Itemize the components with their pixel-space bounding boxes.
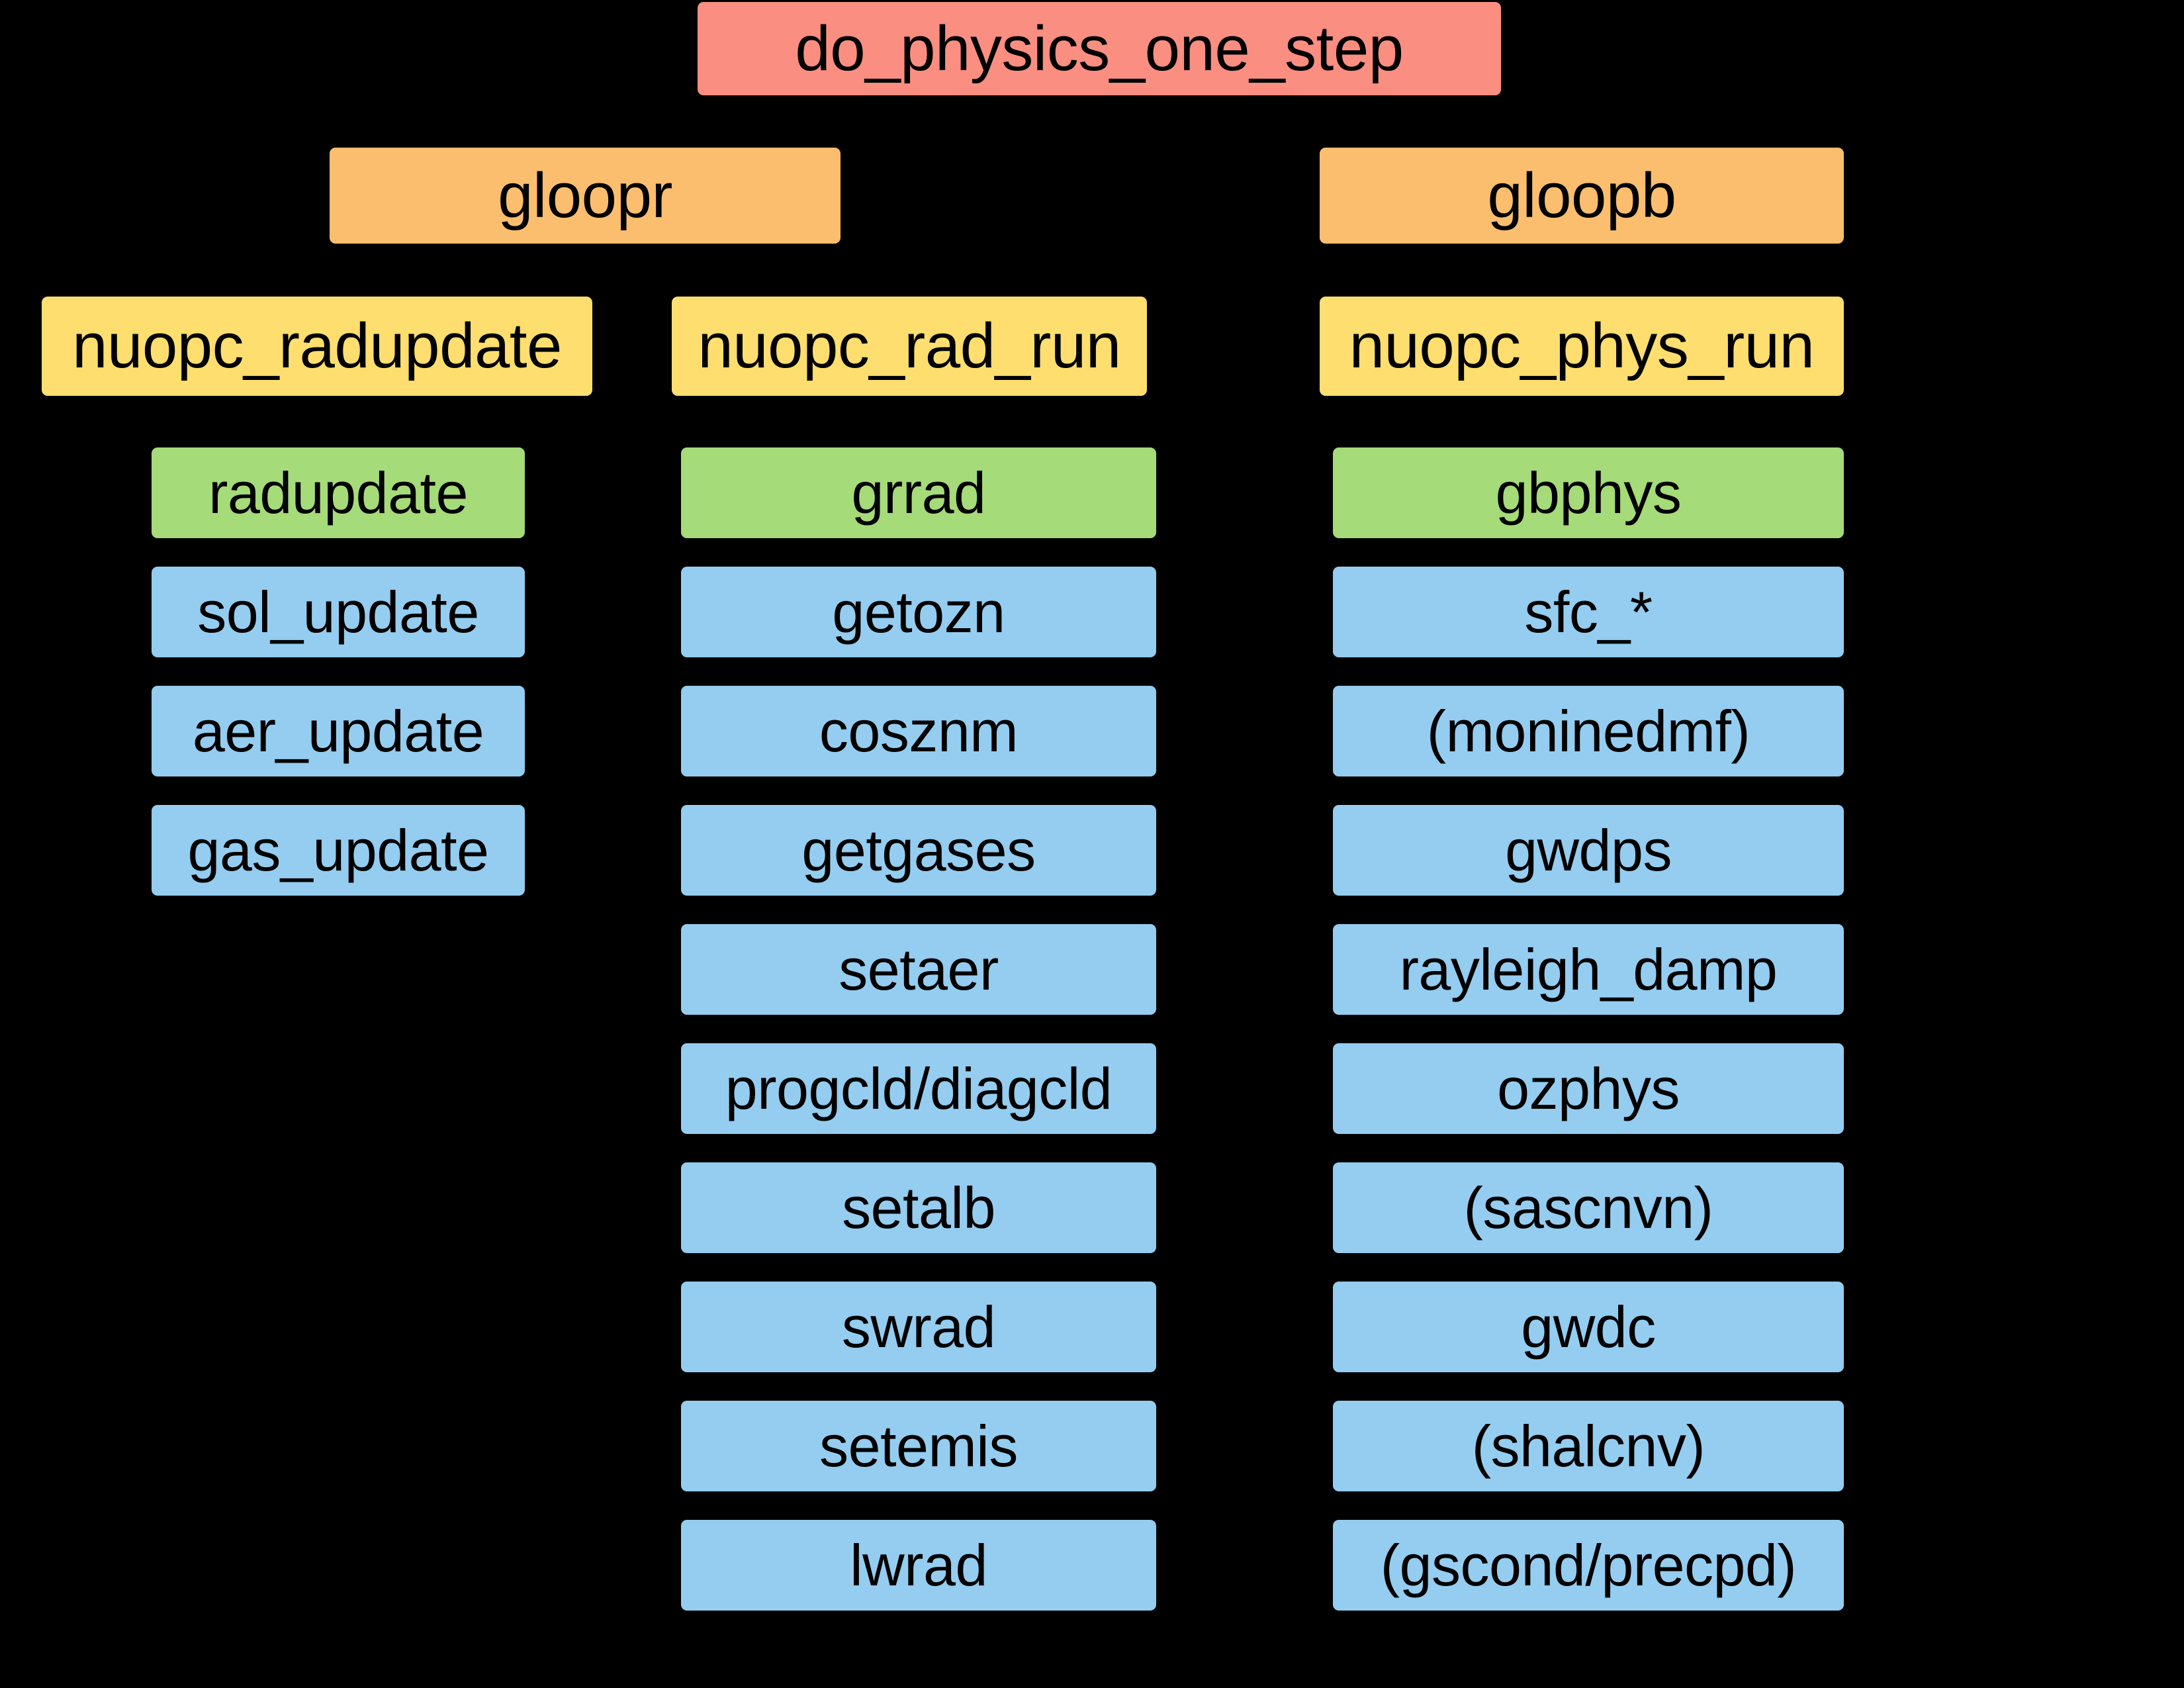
node-nuopc_radupdate: nuopc_radupdate: [42, 297, 592, 396]
node-aer_update: aer_update: [152, 686, 525, 776]
node-shalcnv: (shalcnv): [1333, 1401, 1844, 1491]
node-gwdps: gwdps: [1333, 805, 1844, 896]
node-nuopc_rad_run: nuopc_rad_run: [672, 297, 1147, 396]
node-gbphys: gbphys: [1333, 447, 1844, 538]
node-sfc_star: sfc_*: [1333, 567, 1844, 657]
node-cosznm: cosznm: [681, 686, 1156, 776]
node-swrad: swrad: [681, 1282, 1156, 1372]
node-moninedmf: (moninedmf): [1333, 686, 1844, 776]
node-radupdate: radupdate: [152, 447, 525, 538]
node-setalb: setalb: [681, 1162, 1156, 1253]
node-getgases: getgases: [681, 805, 1156, 896]
node-gscond_precpd: (gscond/precpd): [1333, 1520, 1844, 1611]
node-gwdc: gwdc: [1333, 1282, 1844, 1372]
node-setemis: setemis: [681, 1401, 1156, 1491]
node-grrad: grrad: [681, 447, 1156, 538]
node-sascnvn: (sascnvn): [1333, 1162, 1844, 1253]
node-do_physics_one_step: do_physics_one_step: [698, 2, 1501, 95]
node-setaer: setaer: [681, 924, 1156, 1015]
node-gloopr: gloopr: [330, 148, 841, 244]
node-nuopc_phys_run: nuopc_phys_run: [1320, 297, 1844, 396]
node-rayleigh_damp: rayleigh_damp: [1333, 924, 1844, 1015]
node-getozn: getozn: [681, 567, 1156, 657]
node-sol_update: sol_update: [152, 567, 525, 657]
node-progcld_diagcld: progcld/diagcld: [681, 1043, 1156, 1134]
node-gas_update: gas_update: [152, 805, 525, 896]
node-gloopb: gloopb: [1320, 148, 1844, 244]
node-lwrad: lwrad: [681, 1520, 1156, 1611]
node-ozphys: ozphys: [1333, 1043, 1844, 1134]
